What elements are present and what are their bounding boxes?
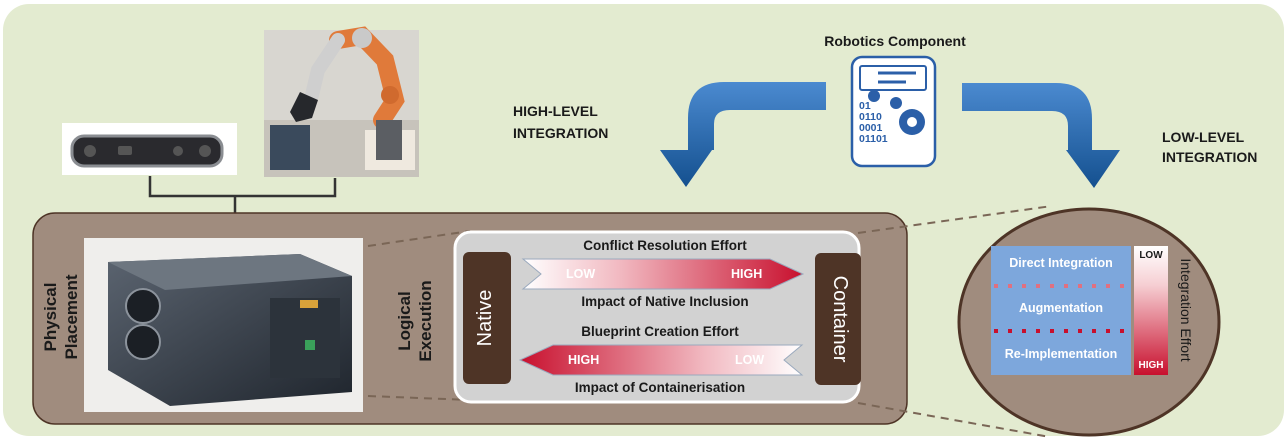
logical-line2: Execution <box>416 280 435 362</box>
containerisation-label: Impact of Containerisation <box>574 380 746 395</box>
conflict-resolution-arrow <box>521 258 805 290</box>
level-re-implementation: Re-Implementation <box>1004 347 1118 361</box>
physical-line1: Physical <box>41 282 60 352</box>
zoom-guide-lines <box>367 205 1053 438</box>
container-box <box>815 253 861 385</box>
scale-low-label: LOW <box>1139 250 1163 261</box>
low-level-integration-label: LOW-LEVEL INTEGRATION <box>1162 127 1257 167</box>
high-level-integration-label: HIGH-LEVEL INTEGRATION <box>513 100 608 144</box>
low-level-line2: INTEGRATION <box>1162 149 1258 165</box>
low-level-line1: LOW-LEVEL <box>1162 129 1245 145</box>
logical-execution-box <box>453 230 861 404</box>
level-separators <box>994 284 1124 288</box>
bit-row: 0110 <box>859 111 882 123</box>
high-level-arrow <box>660 82 826 187</box>
native-inclusion-label: Impact of Native Inclusion <box>581 294 749 309</box>
physical-line2: Placement <box>62 274 81 360</box>
arrow2-low-label: LOW <box>735 353 765 367</box>
conflict-resolution-label: Conflict Resolution Effort <box>583 238 747 253</box>
robotics-component-icon <box>850 55 937 168</box>
level-augmentation: Augmentation <box>1018 301 1104 315</box>
bit-row: 01101 <box>859 133 888 145</box>
level-separators-2 <box>994 329 1124 333</box>
robotics-component-title: Robotics Component <box>824 33 966 49</box>
integration-effort-label: Integration Effort <box>1178 258 1194 362</box>
scale-high-label: HIGH <box>1138 360 1164 371</box>
bit-row: 0001 <box>859 122 883 134</box>
level-direct-integration: Direct Integration <box>1009 256 1113 270</box>
blueprint-creation-arrow <box>518 344 804 376</box>
high-level-line1: HIGH-LEVEL <box>513 103 598 119</box>
arrow2-high-label: HIGH <box>568 353 600 367</box>
robot-arm-image <box>264 26 419 177</box>
effort-scale-bar <box>1134 246 1168 375</box>
arrow1-high-label: HIGH <box>731 267 763 281</box>
high-level-line2: INTEGRATION <box>513 125 609 141</box>
blueprint-creation-label: Blueprint Creation Effort <box>581 324 739 339</box>
bit-row: 01 <box>859 100 871 112</box>
low-level-arrow <box>962 83 1120 188</box>
depth-camera-image <box>62 123 237 175</box>
component-icon-bits: 01 0110 0001 01101 <box>859 101 888 145</box>
logical-execution-label: Logical Execution <box>394 266 438 376</box>
industrial-pc-image <box>84 238 363 412</box>
physical-placement-label: Physical Placement <box>40 262 86 372</box>
native-box <box>463 252 511 384</box>
native-label: Native <box>474 289 496 347</box>
integration-levels-box <box>991 246 1131 375</box>
container-label: Container <box>829 275 851 363</box>
arrow1-low-label: LOW <box>566 267 596 281</box>
logical-line1: Logical <box>395 291 414 351</box>
